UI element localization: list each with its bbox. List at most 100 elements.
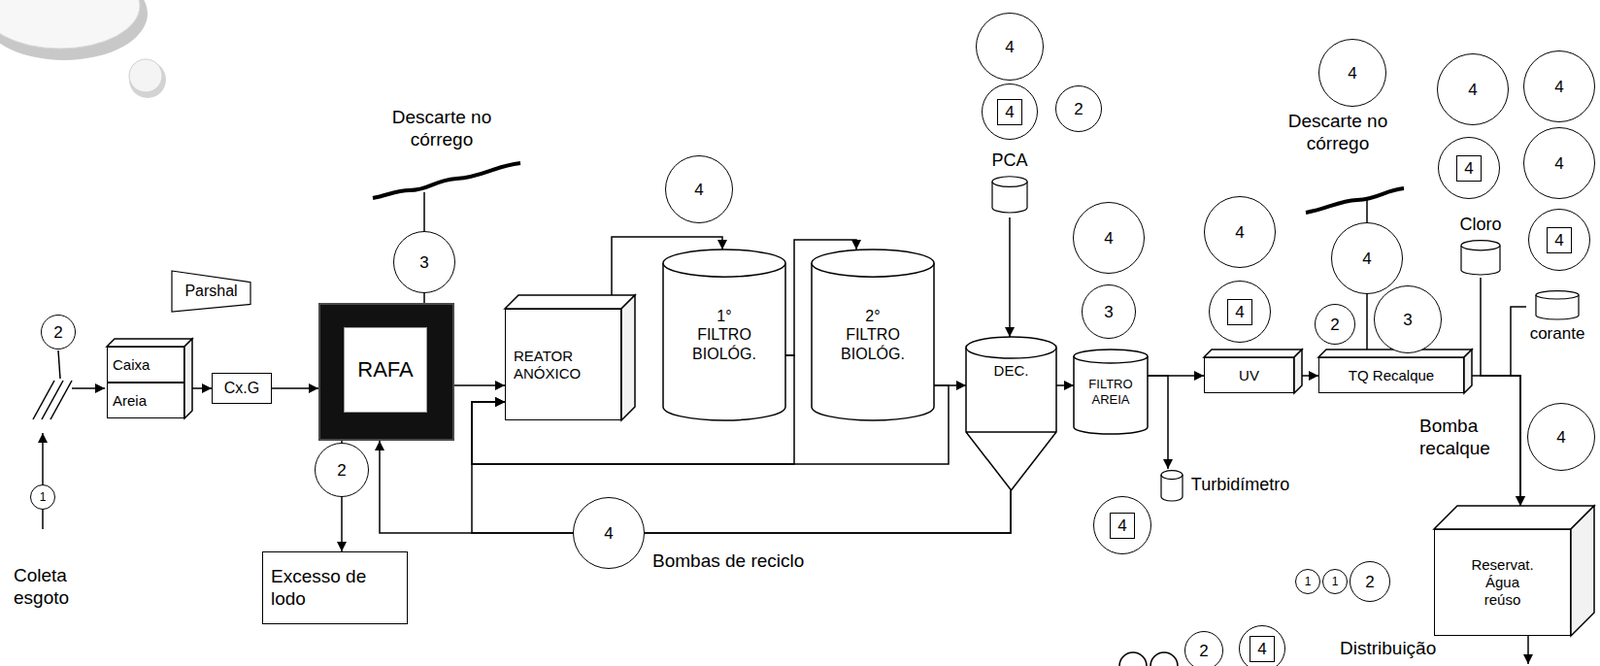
outlet-label: Distribuição <box>1339 637 1457 661</box>
callout-circle: 2 <box>1184 631 1224 666</box>
tank-outline <box>1461 239 1500 275</box>
callout-number: 2 <box>1330 316 1339 334</box>
illustration-stroke <box>372 163 521 199</box>
uasb-reactor: RAFA <box>318 302 455 441</box>
callout-circle: 4 <box>1437 136 1500 200</box>
grit-chamber: CaixaAreia <box>106 346 185 419</box>
callout-circle: 4 <box>1318 38 1387 107</box>
callout-number: 4 <box>1103 230 1113 247</box>
callout-number: 4 <box>997 99 1022 126</box>
pipe-connector <box>379 440 1011 534</box>
callout-number: 3 <box>1402 311 1412 329</box>
node-text: Cloro <box>1459 214 1501 236</box>
callout-circle: 4 <box>1072 201 1145 274</box>
callout-circle: 4 <box>572 497 645 569</box>
water-drops <box>0 0 167 99</box>
sludge-box: Excesso de lodo <box>262 551 408 625</box>
cylinder-body <box>811 263 934 421</box>
box-side-face <box>1570 505 1595 636</box>
callout-number: 2 <box>1365 573 1374 591</box>
illustration-stroke <box>1527 635 1530 665</box>
callout-circle: 1 <box>30 484 56 510</box>
sewer-inlet <box>33 350 105 530</box>
callout-circle: 4 <box>1093 496 1152 555</box>
callout-circle: 2 <box>40 314 76 350</box>
pipe-connector <box>1480 277 1521 506</box>
callout-circle: 2 <box>1314 303 1356 345</box>
callout-number: 4 <box>1556 429 1566 446</box>
node-text: REATOR ANÓXICO <box>513 347 611 383</box>
pump-tank: TQ Recalque <box>1318 357 1465 394</box>
distribution-outlet <box>1119 635 1529 666</box>
box-side-face <box>1294 349 1302 394</box>
node-text: 1° FILTRO BIOLÓG. <box>690 306 759 364</box>
callout-number: 4 <box>1109 512 1134 539</box>
pipe-connector <box>471 401 1011 534</box>
callout-circle: 4 <box>1203 196 1276 268</box>
callout-number: 4 <box>1546 227 1571 254</box>
callout-circle: 4 <box>975 12 1044 81</box>
callout-circle: 4 <box>1331 222 1403 295</box>
reuse-reservoir: Reservat. Água reúso <box>1433 529 1571 636</box>
chlorine-tank: Cloro <box>1456 211 1505 278</box>
callout-number: 2 <box>1073 100 1083 118</box>
tank-top <box>992 176 1028 188</box>
callout-circle: 4 <box>1523 50 1596 123</box>
illustration-stroke <box>50 380 72 420</box>
pipe-connector <box>271 387 319 390</box>
callout-circle: 3 <box>393 231 456 294</box>
node-text: UV <box>1238 366 1260 385</box>
callout-circle: 1 <box>1295 568 1321 595</box>
settler-body <box>966 347 1057 491</box>
callout-circle: 1 <box>1322 568 1348 595</box>
box-side-face <box>621 295 635 421</box>
tank-top <box>1161 470 1183 480</box>
callout-number: 4 <box>1249 635 1274 663</box>
uv-unit: UV <box>1203 357 1295 394</box>
box-side-face <box>184 338 193 419</box>
pipe-connector <box>1147 375 1168 469</box>
node-text: Caixa <box>106 346 185 383</box>
tank-symbol <box>1461 239 1500 275</box>
dosing-tank: PCA <box>985 145 1034 218</box>
anoxic-reactor: REATOR ANÓXICO <box>504 308 622 421</box>
illustration-stroke <box>41 380 64 420</box>
tank-outline <box>1535 290 1579 320</box>
settler-top <box>966 336 1057 359</box>
biofilter: 1° FILTRO BIOLÓG. <box>663 249 786 421</box>
discharge-label: Descarte no córrego <box>1279 110 1397 156</box>
callout-circle: 4 <box>1528 208 1591 271</box>
callout-circle: 4 <box>1527 402 1596 471</box>
tank-symbol <box>1161 469 1183 501</box>
pipe-connector <box>1056 384 1074 387</box>
callout-circle: 4 <box>981 83 1038 140</box>
node-text: 2° FILTRO BIOLÓG. <box>838 306 907 364</box>
tank-top <box>1535 291 1579 300</box>
illustration-stroke <box>1305 188 1404 213</box>
tank-outline <box>992 175 1028 213</box>
callout-number: 4 <box>1234 224 1244 241</box>
illustration-stroke <box>58 350 61 379</box>
callout-number: 1 <box>39 491 47 503</box>
tank-top <box>1461 240 1500 251</box>
callout-number: 4 <box>1554 155 1564 172</box>
illustration-stroke <box>0 0 140 49</box>
callout-number: 4 <box>603 525 613 542</box>
tank-outline <box>1161 469 1183 501</box>
pump-label: Bomba recalque <box>1419 415 1507 461</box>
illustration-stroke <box>129 59 163 93</box>
parshall-flume: Parshal <box>171 270 251 312</box>
callout-number: 4 <box>1004 38 1014 56</box>
node-text: Areia <box>106 382 185 419</box>
callout-circle: 4 <box>1208 280 1271 343</box>
box-top-face <box>106 338 193 347</box>
callout-circle: 2 <box>314 442 369 498</box>
callout-number: 1 <box>1332 575 1339 588</box>
callout-number: 3 <box>419 254 429 271</box>
dec-outline <box>966 336 1057 491</box>
biofilter: 2° FILTRO BIOLÓG. <box>811 249 934 421</box>
callout-circle: 2 <box>1055 85 1102 133</box>
callout-number: 1 <box>1304 575 1312 588</box>
node-text: Excesso de lodo <box>270 566 368 611</box>
